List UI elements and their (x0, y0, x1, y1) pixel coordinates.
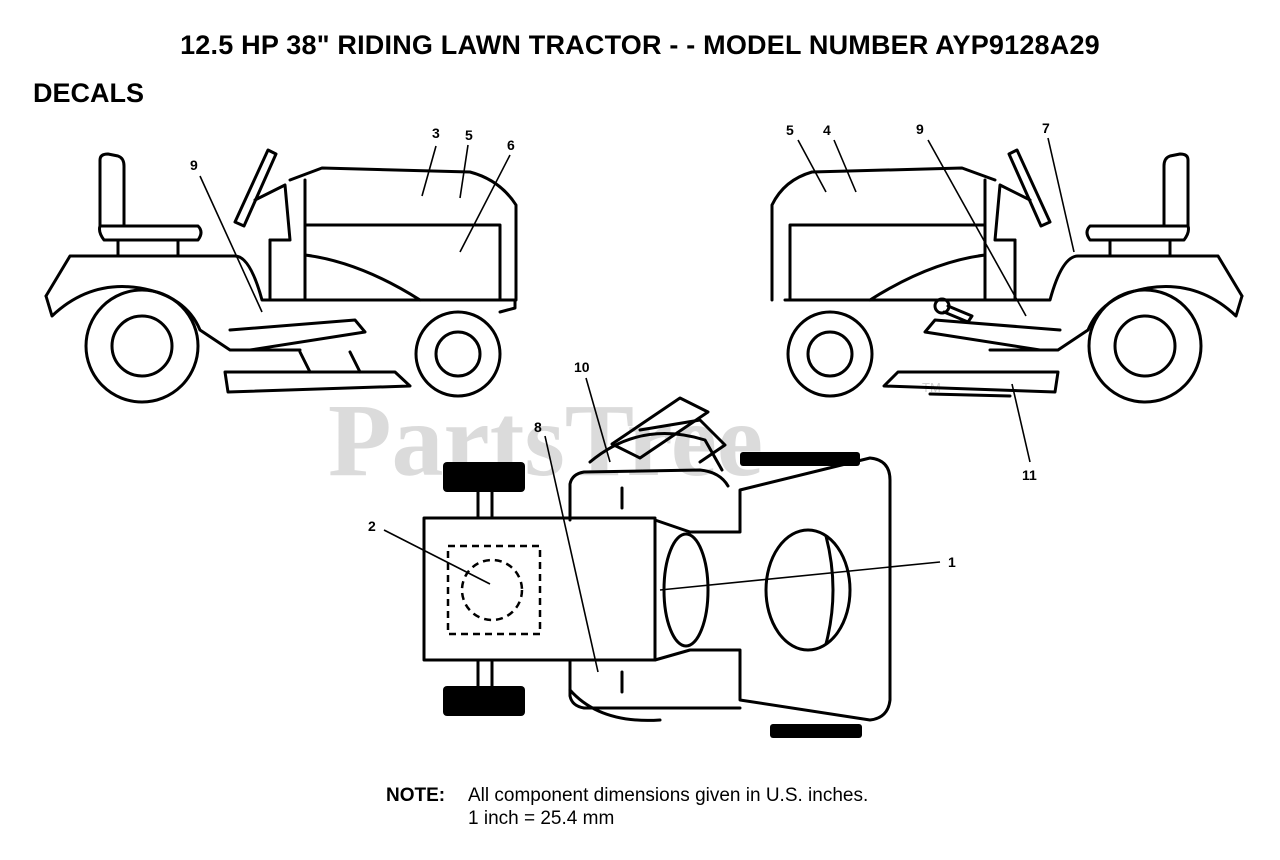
mower-deck-right (882, 370, 1060, 394)
front-wheel-right (786, 310, 874, 398)
lift-lever (942, 304, 974, 324)
hood-top (288, 166, 518, 302)
hood-top-right (770, 166, 997, 302)
leader-1 (659, 561, 941, 591)
rear-tire-top-upper (443, 462, 525, 492)
dash-console-top (662, 532, 710, 648)
note-line-2: 1 inch = 25.4 mm (468, 808, 615, 829)
grille-inner-top (824, 534, 835, 646)
leader-5-right (797, 139, 827, 193)
seat-post (116, 238, 180, 258)
fuel-cap-outline (460, 558, 524, 622)
front-hub-left (434, 330, 482, 378)
callout-11: 11 (1022, 467, 1037, 483)
fender-top-upper (568, 468, 730, 522)
seat-top-edge (638, 418, 727, 464)
steering-wheel (233, 148, 278, 228)
steering-wheel-right (1007, 148, 1052, 228)
seat-back-right (1162, 152, 1190, 228)
seat-back (98, 152, 126, 228)
dash-panel-right (983, 178, 1017, 302)
seat-post-right (1108, 238, 1172, 258)
rear-hub-right (1113, 314, 1177, 378)
battery-decal-outline (446, 544, 542, 636)
deck-skirt-right (928, 392, 1012, 398)
rear-wheel-right (1087, 288, 1203, 404)
tractor-left-side-view: 9 3 5 6 (44, 125, 518, 404)
grille-top (764, 528, 852, 652)
tractor-top-view: 10 8 2 1 (368, 359, 956, 738)
leader-7 (1047, 137, 1075, 253)
mower-deck (223, 370, 412, 394)
callout-3: 3 (432, 125, 440, 141)
rear-body (44, 254, 517, 314)
leader-9-left (199, 175, 263, 313)
rear-wheel-left (84, 288, 200, 404)
callout-4: 4 (823, 122, 831, 138)
note-label: NOTE: (386, 785, 446, 806)
callout-5-right: 5 (786, 122, 794, 138)
leader-8 (544, 435, 599, 673)
callout-6: 6 (507, 137, 515, 153)
leader-10 (585, 377, 611, 463)
hood-side (303, 223, 502, 302)
steering-column (253, 183, 292, 242)
dash-panel (268, 178, 307, 302)
front-tire-top-lower (770, 724, 862, 738)
steering-wheel-top (588, 432, 724, 472)
leader-6 (459, 154, 511, 253)
hood-side-right (788, 223, 987, 302)
front-hub-right (806, 330, 854, 378)
rear-fender-right (988, 285, 1244, 352)
section-heading: DECALS (33, 78, 145, 108)
fender-top-lower (568, 658, 742, 710)
footrest-right (923, 318, 1062, 352)
leader-3 (421, 145, 437, 197)
callout-5-left: 5 (465, 127, 473, 143)
front-wheel-left (414, 310, 502, 398)
seat-top (610, 396, 710, 460)
callout-9-left: 9 (190, 157, 198, 173)
fender-top-lower-curve (568, 688, 662, 722)
tractor-right-side-view: 5 4 9 7 11 (770, 120, 1244, 483)
note-line-1: All component dimensions given in U.S. i… (468, 785, 869, 806)
leader-4 (833, 139, 857, 193)
seat-cushion-right (1085, 224, 1190, 242)
rear-axle-top (476, 490, 494, 688)
hood-top-view (653, 456, 892, 722)
steering-column-right (993, 183, 1032, 242)
page-title: 12.5 HP 38" RIDING LAWN TRACTOR - - MODE… (180, 30, 1100, 60)
callout-8: 8 (534, 419, 542, 435)
callout-1: 1 (948, 554, 956, 570)
callout-10: 10 (574, 359, 590, 375)
leader-11 (1011, 383, 1031, 463)
callout-7: 7 (1042, 120, 1050, 136)
deck-hangers (298, 350, 362, 374)
leader-9-right (927, 139, 1027, 317)
hood-panel-line (303, 253, 422, 302)
seat-cushion (98, 224, 203, 242)
callout-9-right: 9 (916, 121, 924, 137)
leader-2 (383, 529, 491, 585)
callout-2: 2 (368, 518, 376, 534)
dimension-note: NOTE: All component dimensions given in U… (386, 784, 868, 830)
rear-body-right (783, 254, 1244, 302)
leader-5-left (459, 144, 469, 199)
rear-hub-left (110, 314, 174, 378)
rear-fender (44, 285, 302, 352)
front-tire-top-upper (740, 452, 860, 466)
rear-tire-top-lower (443, 686, 525, 716)
hood-panel-line-right (868, 253, 987, 302)
footrest (228, 318, 367, 352)
